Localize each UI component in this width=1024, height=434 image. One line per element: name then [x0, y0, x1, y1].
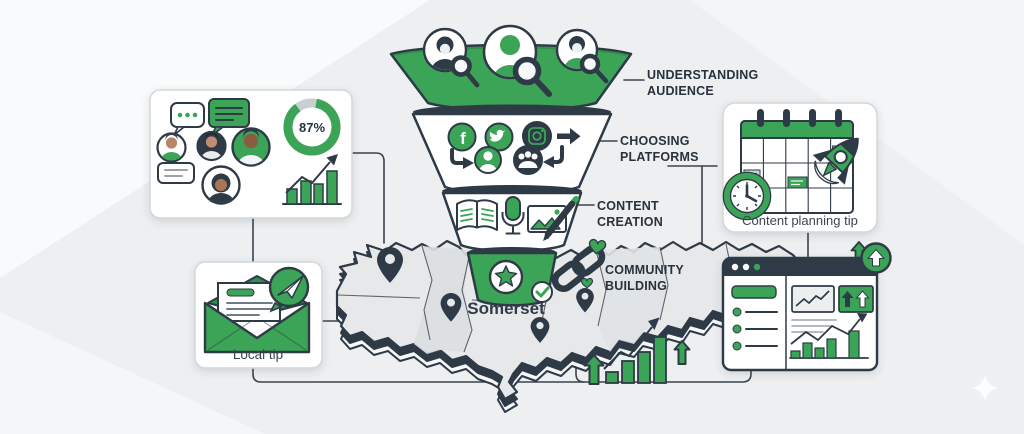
avatar [156, 132, 187, 163]
funnel-tier-community-building [466, 247, 558, 307]
content-planning-card: Content planning tip [722, 102, 878, 233]
microphone-icon [501, 196, 525, 235]
up-arrow-badge [860, 242, 892, 274]
browser-titlebar [723, 258, 877, 276]
somerset-map: Somerset [335, 239, 803, 413]
avatar [201, 165, 241, 205]
local-tip-label: Local tip [233, 347, 283, 362]
search-icon [512, 56, 552, 97]
book-icon [456, 199, 498, 231]
avatar [231, 127, 271, 167]
search-icon [579, 53, 609, 84]
heart-icon [580, 277, 594, 289]
twitter-icon [484, 122, 514, 152]
sparkle-icon [971, 374, 999, 402]
marketing-funnel: f [389, 24, 633, 307]
stage-label-content: CONTENT [597, 199, 659, 213]
clock-icon [722, 171, 772, 221]
paper-plane-icon [268, 266, 310, 313]
engagement-percent: 87% [299, 120, 325, 135]
map-pin-icon [530, 317, 550, 343]
map-region-shade [596, 247, 668, 352]
star-icon [488, 259, 524, 295]
stage-label-audience: AUDIENCE [647, 84, 714, 98]
sidebar-list [732, 307, 778, 351]
dashboard-sidebar [731, 285, 778, 351]
search-icon [450, 55, 480, 88]
growth-bars-icon [282, 154, 342, 205]
up-arrow-icon [673, 340, 691, 365]
arrow-right-icon [557, 128, 581, 145]
kpi-panel [838, 285, 874, 313]
stage-label-community: COMMUNITY [605, 263, 684, 277]
growth-bars-icon [605, 336, 667, 384]
heart-icon [588, 238, 607, 255]
planning-tip-label: Content planning tip [742, 213, 858, 228]
users-icon [513, 145, 543, 175]
audience-insights-card: 87% [149, 89, 353, 219]
stage-label-building: BUILDING [605, 279, 667, 293]
browser-dots-icon [731, 263, 761, 271]
map-pin-icon [576, 288, 594, 313]
local-tip-card: Local tip [194, 261, 323, 369]
speech-bubble-icon [170, 102, 205, 136]
connector-growthchart [575, 335, 585, 383]
donut-chart-icon: 87% [283, 98, 341, 156]
analytics-dashboard-card [721, 256, 879, 372]
svg-text:f: f [460, 129, 466, 148]
map-pin-icon [440, 293, 462, 322]
map-pins [377, 247, 594, 343]
up-arrow-icon [855, 290, 870, 308]
user-icon [474, 146, 502, 174]
facebook-icon: f [447, 122, 477, 152]
connector-audiencecard-map [351, 152, 385, 244]
stage-label-platforms: PLATFORMS [620, 150, 699, 164]
funnel-tier-understanding-audience [389, 24, 633, 112]
trend-arrowhead-icon [648, 317, 660, 330]
corner-arrow-icon [450, 148, 474, 169]
stage-label-creation: CREATION [597, 215, 663, 229]
sparkline-panel [791, 285, 835, 313]
speech-bubble-icon [157, 162, 195, 184]
up-arrow-icon [583, 354, 605, 385]
up-arrow-icon [841, 291, 854, 307]
check-icon [531, 281, 553, 303]
funnel-tier-content-creation [441, 185, 583, 253]
growth-chart [583, 317, 691, 385]
map-pin-icon [377, 247, 403, 283]
avatar [196, 130, 227, 162]
return-arrow-icon [543, 145, 564, 168]
funnel-tier-choosing-platforms: f [411, 104, 613, 195]
stage-label-choosing: CHOOSING [620, 134, 690, 148]
stage-label-understanding: UNDERSTANDING [647, 68, 758, 82]
funnel-stage-labels: UNDERSTANDING AUDIENCE CHOOSING PLATFORM… [597, 68, 758, 293]
pencil-icon [543, 196, 579, 241]
rocket-icon [812, 137, 859, 185]
growth-bars-icon [789, 313, 869, 359]
